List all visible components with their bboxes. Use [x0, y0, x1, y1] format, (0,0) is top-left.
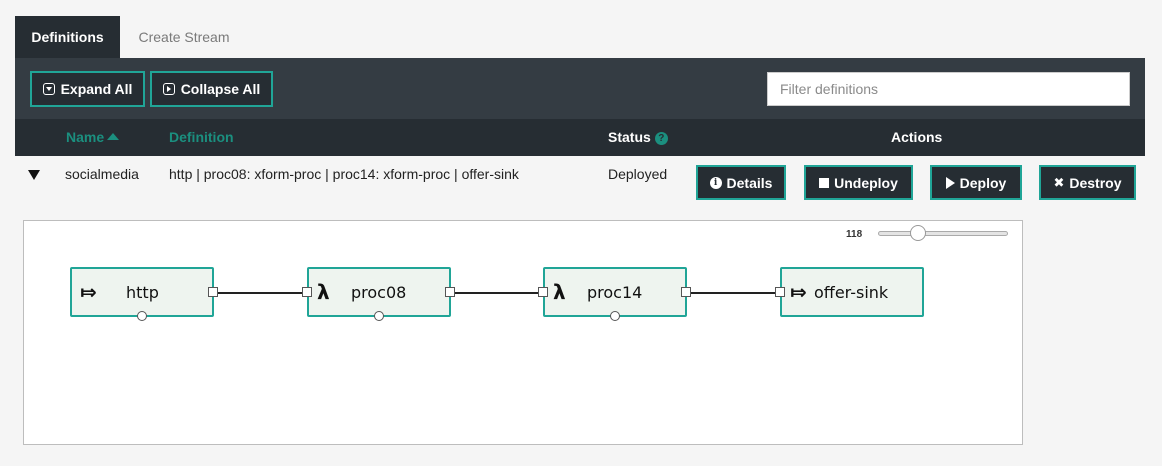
destroy-button[interactable]: ✖ Destroy: [1039, 165, 1136, 200]
source-icon: ⤇: [80, 280, 97, 304]
column-header-status: Status?: [608, 119, 668, 156]
zoom-slider-handle[interactable]: [910, 225, 926, 241]
graph-node-proc08[interactable]: λ proc08: [307, 267, 451, 317]
status-header-label: Status: [608, 129, 651, 145]
column-header-name[interactable]: Name: [66, 119, 120, 156]
graph-link: [688, 292, 780, 294]
sink-icon: ⤇: [790, 280, 807, 304]
stream-graph-panel: 118 ⤇ http λ proc08 λ proc14 ⤇ offer-sin…: [23, 220, 1023, 445]
play-icon: [945, 176, 955, 189]
stop-icon: [819, 177, 830, 188]
details-button[interactable]: i Details: [696, 165, 786, 200]
column-header-actions: Actions: [891, 129, 943, 145]
name-header-label: Name: [66, 129, 105, 145]
destroy-label: Destroy: [1069, 174, 1122, 191]
zoom-level: 118: [846, 229, 863, 240]
tab-definitions[interactable]: Definitions: [15, 16, 120, 58]
deploy-button[interactable]: Deploy: [930, 165, 1022, 200]
collapse-all-label: Collapse All: [180, 81, 261, 97]
close-icon: ✖: [1053, 174, 1065, 190]
tap-port[interactable]: [137, 311, 147, 321]
filter-definitions-input[interactable]: [767, 72, 1130, 106]
stream-name: socialmedia: [65, 166, 139, 182]
expand-icon: [42, 83, 55, 95]
input-port[interactable]: [775, 287, 785, 297]
stream-status: Deployed: [608, 166, 668, 182]
undeploy-label: Undeploy: [834, 174, 898, 191]
column-header-definition: Definition: [169, 129, 234, 145]
node-label: offer-sink: [814, 283, 889, 302]
sort-ascending-icon: [107, 133, 120, 140]
collapse-all-button[interactable]: Collapse All: [150, 71, 273, 107]
input-port[interactable]: [302, 287, 312, 297]
collapse-row-toggle-icon[interactable]: [28, 170, 40, 180]
node-label: proc14: [587, 283, 643, 302]
undeploy-button[interactable]: Undeploy: [804, 165, 913, 200]
output-port[interactable]: [681, 287, 691, 297]
deploy-label: Deploy: [959, 174, 1007, 191]
graph-link: [452, 292, 544, 294]
output-port[interactable]: [208, 287, 218, 297]
expand-all-button[interactable]: Expand All: [30, 71, 145, 107]
stream-definition: http | proc08: xform-proc | proc14: xfor…: [169, 166, 519, 182]
help-icon[interactable]: ?: [654, 132, 668, 145]
toolbar: Expand All Collapse All: [15, 58, 1145, 119]
expand-all-label: Expand All: [60, 81, 133, 97]
collapse-icon: [162, 83, 175, 95]
tap-port[interactable]: [610, 311, 620, 321]
details-label: Details: [726, 174, 773, 191]
tab-create-stream[interactable]: Create Stream: [138, 29, 230, 45]
tap-port[interactable]: [374, 311, 384, 321]
info-icon: i: [709, 176, 722, 189]
node-label: http: [126, 283, 159, 302]
lambda-icon: λ: [317, 280, 330, 304]
output-port[interactable]: [445, 287, 455, 297]
node-label: proc08: [351, 283, 407, 302]
table-header: Name Definition Status? Actions: [15, 119, 1145, 156]
input-port[interactable]: [538, 287, 548, 297]
graph-link: [215, 292, 307, 294]
graph-node-http[interactable]: ⤇ http: [70, 267, 214, 317]
graph-node-proc14[interactable]: λ proc14: [543, 267, 687, 317]
zoom-slider[interactable]: [878, 231, 1008, 236]
lambda-icon: λ: [553, 280, 566, 304]
graph-node-offer-sink[interactable]: ⤇ offer-sink: [780, 267, 924, 317]
